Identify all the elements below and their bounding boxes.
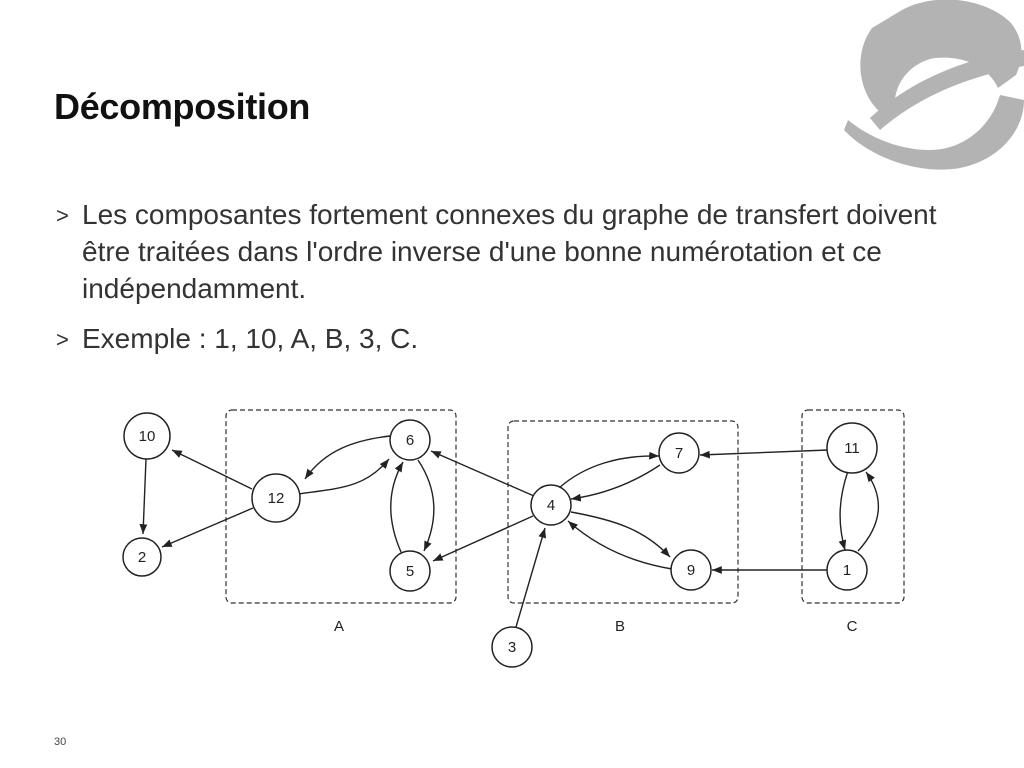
edge-6-12 (304, 435, 391, 480)
edge-10-2 (139, 458, 148, 535)
node-label-5: 5 (406, 563, 414, 580)
node-label-7: 7 (675, 445, 683, 462)
group-label-a: A (334, 618, 344, 635)
edge-11-7 (699, 449, 829, 459)
group-box-c (801, 409, 905, 604)
node-10 (123, 412, 171, 460)
node-5 (389, 550, 431, 592)
edge-4-6 (430, 450, 535, 497)
bullet-list: > Les composantes fortement connexes du … (56, 196, 956, 371)
node-12 (251, 473, 301, 523)
bullet-text: Les composantes fortement connexes du gr… (82, 199, 937, 304)
node-2 (122, 537, 162, 577)
edge-3-4 (515, 527, 547, 628)
edge-4-7 (558, 451, 660, 489)
node-label-11: 11 (844, 440, 860, 457)
bullet-item: > Les composantes fortement connexes du … (56, 196, 956, 307)
bullet-marker: > (56, 327, 69, 352)
bullet-item: > Exemple : 1, 10, A, B, 3, C. (56, 320, 956, 358)
group-label-c: C (847, 618, 858, 635)
node-label-1: 1 (843, 562, 851, 579)
node-6 (389, 419, 431, 461)
node-label-6: 6 (406, 432, 414, 449)
bullet-marker: > (56, 203, 69, 228)
group-box-a (225, 409, 457, 604)
edge-9-4 (567, 520, 673, 570)
node-label-12: 12 (268, 490, 285, 507)
node-3 (491, 626, 533, 668)
edge-4-9 (570, 511, 671, 558)
node-label-2: 2 (138, 549, 146, 566)
edge-7-4 (570, 464, 661, 502)
node-label-4: 4 (547, 497, 555, 514)
edge-12-10 (171, 449, 253, 490)
graph-diagram: A B C 10 2 1 (122, 409, 905, 668)
node-label-10: 10 (139, 428, 156, 445)
bullet-text: Exemple : 1, 10, A, B, 3, C. (82, 323, 419, 354)
node-1 (826, 549, 868, 591)
page-number: 30 (54, 736, 67, 748)
edge-12-2 (161, 507, 254, 548)
node-7 (658, 432, 700, 474)
edge-12-6 (297, 458, 390, 495)
group-box-b (507, 420, 739, 604)
group-label-b: B (615, 618, 625, 635)
slide-title: Décomposition (54, 86, 311, 127)
node-11 (826, 422, 878, 474)
edge-5-6 (390, 461, 404, 553)
node-4 (530, 484, 572, 526)
node-9 (670, 549, 712, 591)
globe-logo-icon (844, 0, 1024, 170)
edge-11-1 (838, 470, 849, 551)
edge-6-5 (417, 459, 435, 552)
edge-1-11 (857, 471, 880, 552)
node-label-9: 9 (687, 562, 695, 579)
node-label-3: 3 (508, 639, 516, 656)
edge-4-5 (432, 515, 534, 562)
